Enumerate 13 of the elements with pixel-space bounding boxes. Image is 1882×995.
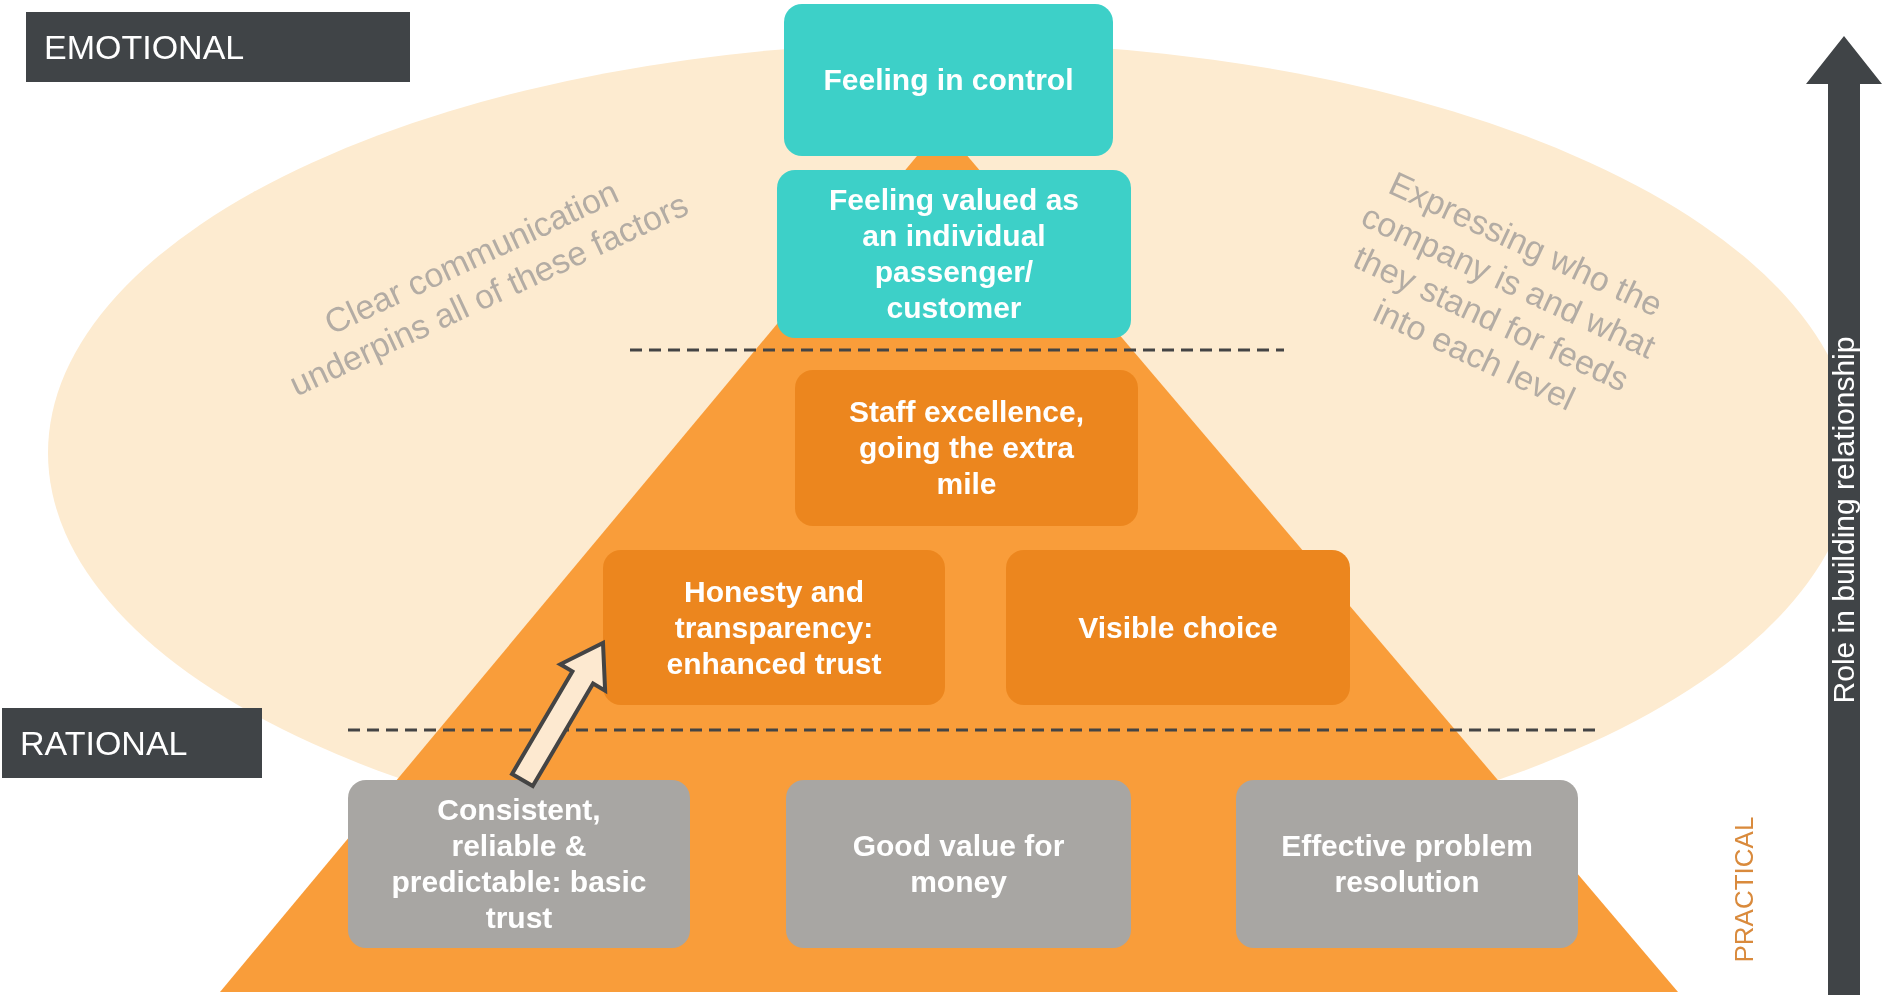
pyramid-box: Visible choice xyxy=(1006,550,1350,705)
pyramid-box: Effective problem resolution xyxy=(1236,780,1578,948)
pyramid-box: Honesty and transparency: enhanced trust xyxy=(603,550,945,705)
pyramid-box: Good value for money xyxy=(786,780,1131,948)
pyramid-box: Feeling valued as an individual passenger/ customer xyxy=(777,170,1131,338)
pyramid-box: Consistent, reliable & predictable: basic trust xyxy=(348,780,690,948)
axis-label: Role in building relationship xyxy=(1826,336,1861,704)
block-arrow xyxy=(509,639,608,789)
level-label: PRACTICAL xyxy=(1729,817,1761,963)
level-tag: RATIONAL xyxy=(2,708,262,778)
pyramid-box: Feeling in control xyxy=(784,4,1113,156)
pyramid-box: Staff excellence, going the extra mile xyxy=(795,370,1138,526)
level-tag: EMOTIONAL xyxy=(26,12,410,82)
